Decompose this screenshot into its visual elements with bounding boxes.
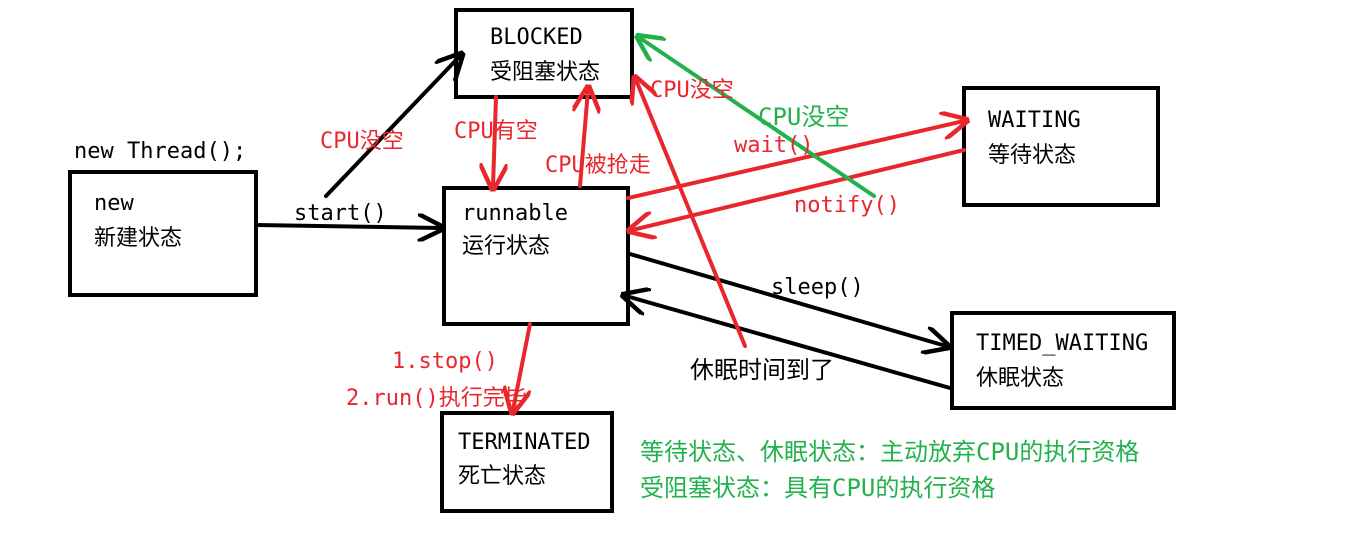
note-line-2: 受阻塞状态：具有CPU的执行资格 bbox=[640, 474, 995, 502]
arrow-cpu-busy-black bbox=[324, 56, 460, 198]
state-waiting: WAITING 等待状态 bbox=[962, 86, 1160, 207]
arrow-cpu-busy-red bbox=[636, 80, 747, 348]
label-sleep-over: 休眠时间到了 bbox=[690, 356, 834, 384]
state-runnable-name: runnable bbox=[462, 201, 568, 226]
state-blocked-name: BLOCKED bbox=[490, 25, 583, 50]
note-line-1: 等待状态、休眠状态：主动放弃CPU的执行资格 bbox=[640, 438, 1139, 466]
label-cpu-preempted: CPU被抢走 bbox=[545, 153, 651, 178]
arrow-cpu-busy-green bbox=[640, 38, 876, 198]
state-runnable-desc: 运行状态 bbox=[462, 234, 550, 259]
state-new-name: new bbox=[94, 191, 134, 216]
state-new: new 新建状态 bbox=[68, 170, 258, 297]
state-waiting-desc: 等待状态 bbox=[988, 143, 1076, 168]
arrow-notify bbox=[632, 148, 966, 230]
label-new-thread: new Thread(); bbox=[74, 139, 246, 164]
label-run-done: 2.run()执行完毕 bbox=[346, 386, 527, 411]
label-notify: notify() bbox=[794, 193, 900, 218]
label-stop: 1.stop() bbox=[392, 349, 498, 374]
state-timed-desc: 休眠状态 bbox=[976, 366, 1064, 391]
state-timed-waiting: TIMED_WAITING 休眠状态 bbox=[950, 311, 1176, 410]
arrow-cpu-has-free bbox=[493, 95, 496, 186]
arrow-terminate bbox=[513, 322, 532, 410]
arrow-cpu-preempted bbox=[580, 90, 588, 188]
arrow-sleep bbox=[628, 252, 946, 346]
arrow-wait bbox=[626, 121, 964, 200]
state-terminated: TERMINATED 死亡状态 bbox=[440, 411, 614, 513]
state-runnable: runnable 运行状态 bbox=[442, 186, 630, 326]
state-terminated-name: TERMINATED bbox=[458, 430, 590, 455]
label-cpu-busy-1: CPU没空 bbox=[320, 129, 404, 154]
state-timed-name: TIMED_WAITING bbox=[976, 331, 1148, 356]
state-blocked-desc: 受阻塞状态 bbox=[490, 60, 600, 85]
label-start: start() bbox=[294, 201, 387, 226]
label-cpu-busy-2: CPU没空 bbox=[650, 78, 734, 103]
state-waiting-name: WAITING bbox=[988, 108, 1081, 133]
state-blocked: BLOCKED 受阻塞状态 bbox=[454, 8, 634, 99]
label-sleep: sleep() bbox=[771, 275, 864, 300]
arrow-start bbox=[254, 225, 440, 228]
arrow-sleep-over bbox=[626, 296, 952, 390]
state-terminated-desc: 死亡状态 bbox=[458, 464, 546, 489]
label-cpu-busy-3: CPU没空 bbox=[758, 103, 849, 131]
state-new-desc: 新建状态 bbox=[94, 226, 182, 251]
label-cpu-has-free: CPU有空 bbox=[454, 119, 538, 144]
label-wait: wait() bbox=[734, 133, 813, 158]
